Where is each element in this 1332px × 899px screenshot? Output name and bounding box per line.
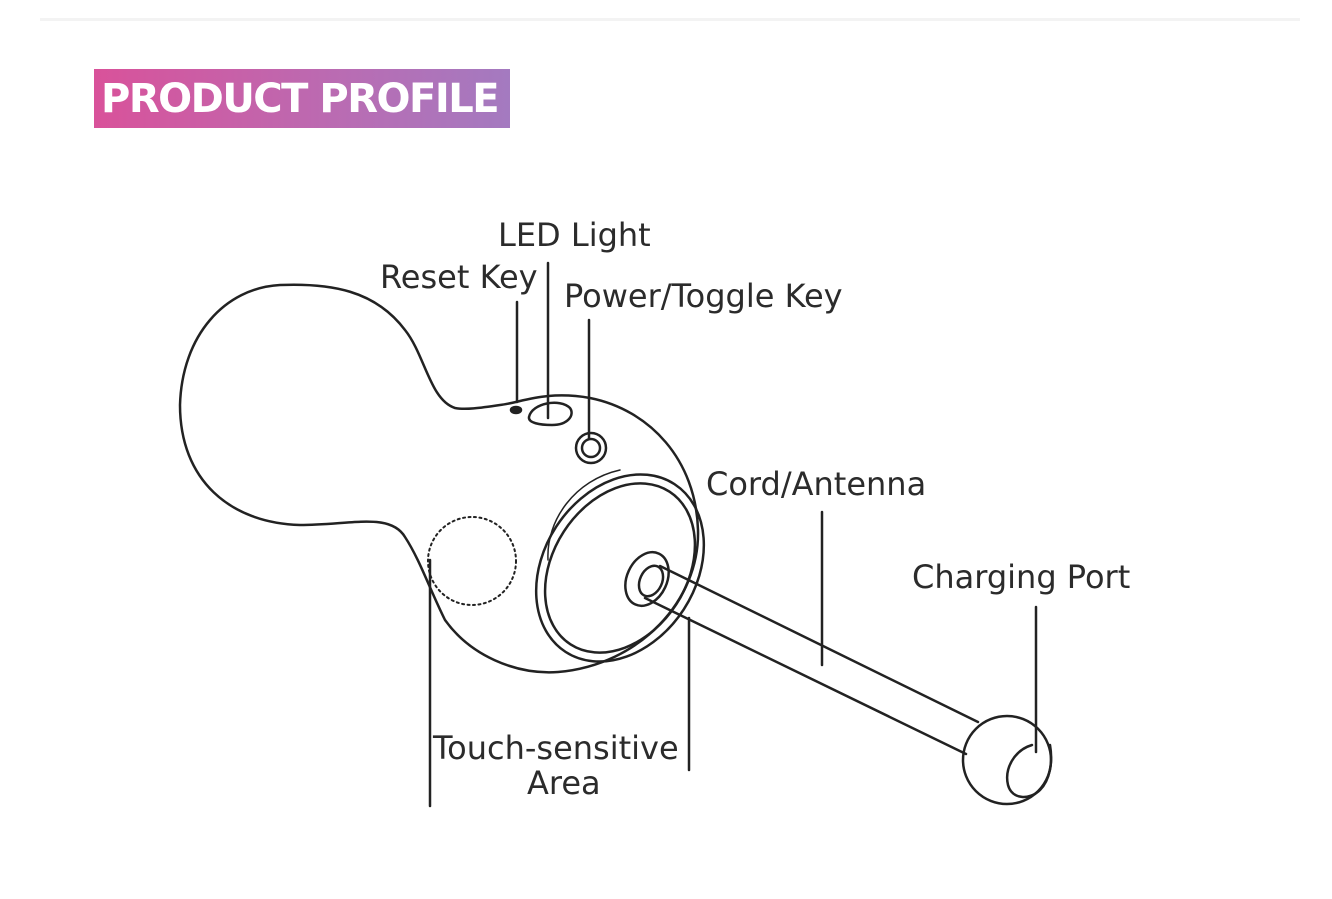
front-face-inner-ring [543, 482, 697, 654]
device-body-outline [178, 283, 700, 674]
label-reset-key: Reset Key [380, 258, 538, 296]
led-light-shape [527, 401, 573, 427]
reset-key-hole [509, 405, 523, 415]
front-face-outer-ring [534, 473, 706, 663]
cord-edge-bottom [643, 596, 968, 756]
charging-port-opening [1005, 743, 1053, 799]
label-power-toggle-key: Power/Toggle Key [564, 277, 843, 315]
section-title: PRODUCT PROFILE [101, 75, 500, 122]
power-toggle-key-inner [580, 437, 602, 459]
touch-sensitive-area [427, 516, 517, 606]
label-charging-port: Charging Port [912, 558, 1130, 596]
label-touch-area: Area [527, 764, 601, 802]
power-toggle-key-outer [574, 431, 608, 465]
front-face-rim-highlight [547, 469, 621, 561]
cord-base-cap-inner [637, 564, 665, 598]
cord-edge-top [658, 564, 980, 724]
label-cord-antenna: Cord/Antenna [706, 465, 926, 503]
section-title-badge: PRODUCT PROFILE [94, 69, 510, 128]
top-divider [40, 18, 1300, 21]
label-led-light: LED Light [498, 216, 651, 254]
cord-base-cap-outer [624, 551, 670, 607]
label-touch-sensitive: Touch-sensitive [432, 729, 679, 767]
